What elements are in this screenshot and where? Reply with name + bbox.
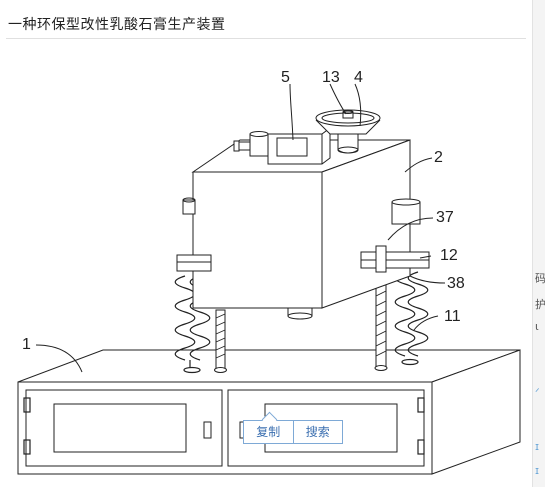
label-38: 38 xyxy=(447,275,465,292)
label-13: 13 xyxy=(322,69,340,86)
brackets xyxy=(176,245,430,273)
right-text-fragment: ι xyxy=(535,320,539,333)
right-text-fragment: ɪ xyxy=(535,440,540,453)
right-text-fragment: ɪ xyxy=(535,464,540,477)
adjacent-panel-edge xyxy=(532,0,545,487)
label-37: 37 xyxy=(436,209,454,226)
right-text-fragment: 护 xyxy=(535,298,545,311)
label-5: 5 xyxy=(281,69,290,86)
copy-button[interactable]: 复制 xyxy=(256,425,281,439)
title-divider xyxy=(6,38,526,39)
top-components xyxy=(233,109,381,165)
label-12: 12 xyxy=(440,247,458,264)
label-1: 1 xyxy=(22,336,31,353)
side-pegs xyxy=(182,197,421,225)
label-4: 4 xyxy=(354,69,363,86)
patent-drawing: 1 2 4 5 11 12 13 37 38 xyxy=(17,69,521,475)
right-text-fragment: ᐟ xyxy=(535,386,540,399)
base-cabinet xyxy=(17,349,521,475)
label-11: 11 xyxy=(444,308,461,325)
search-button[interactable]: 搜索 xyxy=(305,425,330,439)
label-2: 2 xyxy=(434,149,443,166)
page-title: 一种环保型改性乳酸石膏生产装置 xyxy=(8,17,226,33)
popup-divider xyxy=(292,421,294,443)
leader-lines xyxy=(35,83,446,373)
text-selection-popup: 复制 搜索 xyxy=(243,411,343,444)
right-text-fragment: 码 xyxy=(535,272,545,285)
